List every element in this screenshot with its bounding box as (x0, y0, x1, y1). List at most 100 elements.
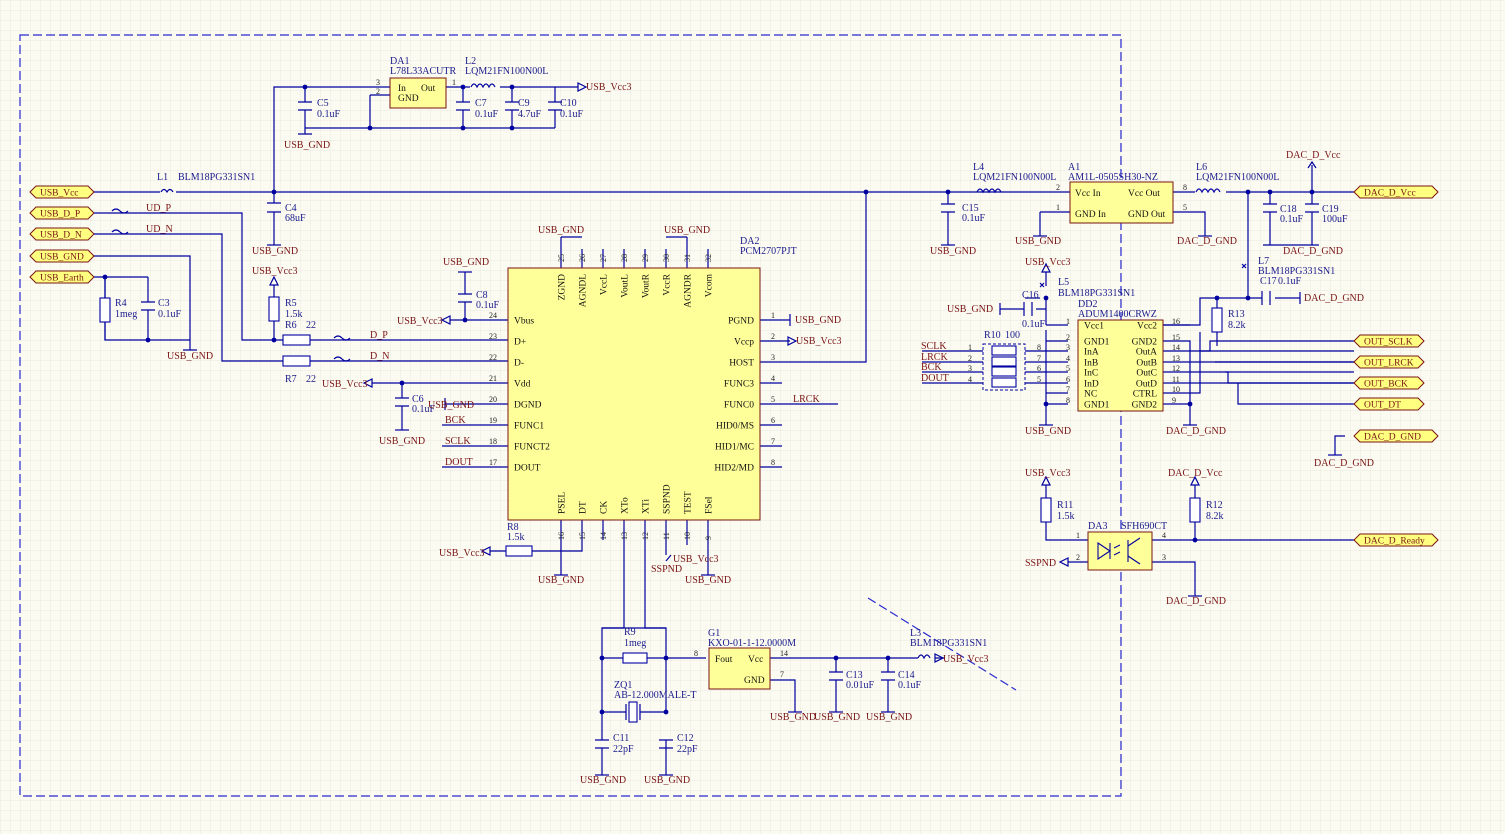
port-usb-vcc[interactable]: USB_Vcc (29, 185, 95, 199)
net-label-d-p: D_P (333, 330, 388, 341)
junctions (102, 84, 1315, 715)
svg-text:USB_GND: USB_GND (644, 775, 690, 786)
svg-text:DAC_D_Ready: DAC_D_Ready (1364, 537, 1425, 547)
port-usb-d-n[interactable]: USB_D_N (29, 227, 95, 241)
svg-text:USB_GND: USB_GND (167, 351, 213, 362)
port-dac-d-gnd[interactable]: DAC_D_GND (1353, 429, 1439, 443)
capacitor-c7[interactable]: C7 0.1uF (456, 98, 499, 120)
capacitor-c6[interactable]: C6 0.1uF (395, 394, 436, 415)
capacitor-c10[interactable]: C10 0.1uF (548, 98, 584, 120)
svg-text:0.1uF: 0.1uF (158, 309, 182, 320)
da2-pin-number: 7 (771, 437, 775, 446)
port-usb-earth[interactable]: USB_Earth (29, 270, 95, 284)
capacitor-c19[interactable]: C19 100uF (1305, 203, 1348, 225)
da2-pin-number: 13 (620, 532, 629, 540)
inductor-l4[interactable]: L4 LQM21FN100N00L (973, 162, 1056, 194)
port-out-lrck[interactable]: OUT_LRCK (1353, 355, 1425, 369)
svg-text:0.1uF: 0.1uF (475, 109, 499, 120)
svg-text:R7: R7 (285, 374, 297, 385)
capacitor-c3[interactable]: C3 0.1uF (141, 298, 182, 320)
oscillator-g1[interactable]: G1 KXO-01-1-12.0000M Fout Vcc GND 8 14 7 (694, 628, 796, 690)
resistor-r8[interactable]: R8 1.5k (505, 522, 533, 557)
capacitor-c14[interactable]: C14 0.1uF (881, 670, 922, 691)
capacitor-c5[interactable]: C5 0.1uF (298, 98, 341, 120)
port-usb-gnd[interactable]: USB_GND (29, 249, 95, 263)
port-dac-d-ready[interactable]: DAC_D_Ready (1353, 533, 1439, 547)
port-out-dt[interactable]: OUT_DT (1353, 397, 1425, 411)
svg-text:Vcc In: Vcc In (1075, 189, 1101, 199)
resistor-r12[interactable]: R12 8.2k (1189, 497, 1224, 523)
net-label-sclk: SCLK (445, 436, 471, 447)
capacitor-c11[interactable]: C11 22pF (595, 733, 634, 755)
r10-pin-number: 7 (1037, 354, 1041, 363)
regulator-da1[interactable]: DA1 L78L33ACUTR In Out GND 3 2 1 (376, 56, 456, 109)
resistor-r13[interactable]: R13 8.2k (1211, 307, 1246, 333)
svg-text:USB_Vcc: USB_Vcc (40, 189, 79, 199)
crystal-zq1[interactable]: ZQ1 AB-12.000MALE-T (614, 680, 697, 723)
svg-text:L1: L1 (157, 172, 168, 183)
r10-pin-number: 6 (1037, 364, 1041, 373)
capacitor-c12[interactable]: C12 22pF (659, 733, 698, 755)
inductor-l6[interactable]: L6 LQM21FN100N00L (1196, 162, 1279, 183)
port-out-bck[interactable]: OUT_BCK (1353, 376, 1425, 390)
dd2-pin-name: InD (1084, 380, 1099, 390)
port-dac-d-vcc[interactable]: DAC_D_Vcc (1353, 185, 1439, 199)
capacitor-c9[interactable]: C9 4.7uF (505, 98, 542, 120)
svg-text:USB_GND: USB_GND (664, 225, 710, 236)
resistor-r6[interactable]: R6 22 (282, 320, 316, 346)
net-label-usb-gnd-dgnd: USB_GND (428, 398, 474, 411)
svg-text:DD2: DD2 (1078, 299, 1097, 310)
dd2-pin-number: 10 (1172, 385, 1180, 394)
da2-pin-number: 11 (662, 532, 671, 540)
da2-pin-number: 9 (704, 536, 713, 540)
da2-pin-name: FUNC0 (724, 401, 754, 411)
capacitor-c15[interactable]: C15 0.1uF (941, 203, 986, 224)
da2-pin-number: 20 (489, 395, 497, 404)
capacitor-c8[interactable]: C8 0.1uF (458, 290, 500, 311)
inductor-l2[interactable]: L2 LQM21FN100N00L (465, 56, 548, 77)
svg-text:1.5k: 1.5k (285, 309, 303, 320)
svg-text:DAC_D_GND: DAC_D_GND (1283, 246, 1343, 257)
da2-pin-number: 22 (489, 353, 497, 362)
capacitor-c13[interactable]: C13 0.01uF (829, 670, 875, 691)
svg-text:D_N: D_N (370, 351, 389, 362)
svg-text:DAC_D_GND: DAC_D_GND (1177, 236, 1237, 247)
svg-text:A1: A1 (1068, 162, 1080, 173)
isolator-dd2[interactable]: DD2 ADUM1400CRWZ (1077, 299, 1164, 412)
ferrite-l3[interactable]: L3 BLM18PG331SN1 (910, 628, 987, 649)
resistor-r4[interactable]: R4 1meg (99, 297, 137, 323)
capacitor-c16[interactable]: C16 0.1uF (1022, 290, 1046, 330)
svg-text:PCM2707PJT: PCM2707PJT (740, 246, 797, 257)
svg-text:C14: C14 (898, 670, 915, 681)
codec-da2[interactable]: DA2 PCM2707PJT (507, 236, 797, 521)
svg-text:5: 5 (1183, 203, 1187, 212)
dd2-pin-name: NC (1084, 390, 1097, 400)
port-usb-d-p[interactable]: USB_D_P (29, 206, 95, 220)
resistor-r11[interactable]: R11 1.5k (1040, 497, 1075, 523)
da2-pin-number: 4 (771, 374, 775, 383)
da2-pin-number: 31 (683, 254, 692, 262)
capacitor-c18[interactable]: C18 0.1uF (1263, 203, 1304, 225)
ferrite-l7[interactable]: L7 BLM18PG331SN1 (1241, 256, 1335, 277)
net-label-usb-gnd-da2-top-left: USB_GND (538, 225, 584, 236)
ferrite-l1[interactable]: L1 BLM18PG331SN1 (157, 172, 255, 183)
svg-text:SFH690CT: SFH690CT (1121, 521, 1167, 532)
svg-text:USB_Earth: USB_Earth (40, 274, 84, 284)
resistor-r5[interactable]: R5 1.5k (268, 296, 303, 322)
capacitor-c17[interactable]: C17 0.1uF (1260, 276, 1302, 305)
net-label-bck: BCK (445, 415, 466, 426)
net-label-usb-gnd-c15: USB_GND (930, 244, 976, 257)
optocoupler-da3[interactable]: DA3 SFH690CT 1 2 3 4 (1076, 521, 1167, 571)
svg-text:R8: R8 (507, 522, 519, 533)
port-out-sclk[interactable]: OUT_SCLK (1353, 334, 1425, 348)
capacitor-c4[interactable]: C4 68uF (267, 202, 306, 224)
resistor-r7[interactable]: R7 22 (282, 355, 316, 385)
resistor-array-r10[interactable]: R10 100 (982, 330, 1026, 391)
net-label-sspnd-da3: SSPND (1025, 557, 1069, 569)
net-label-usb-gnd-a1: USB_GND (1015, 235, 1061, 247)
net-label-dac-gnd-c17: DAC_D_GND (1299, 292, 1364, 304)
ferrite-l5[interactable]: L5 BLM18PG331SN1 (1039, 277, 1135, 299)
dcdc-a1[interactable]: A1 AM1L-0505SH30-NZ Vcc In Vcc Out GND I… (1056, 162, 1187, 224)
resistor-r9[interactable]: R9 1meg (622, 627, 648, 664)
